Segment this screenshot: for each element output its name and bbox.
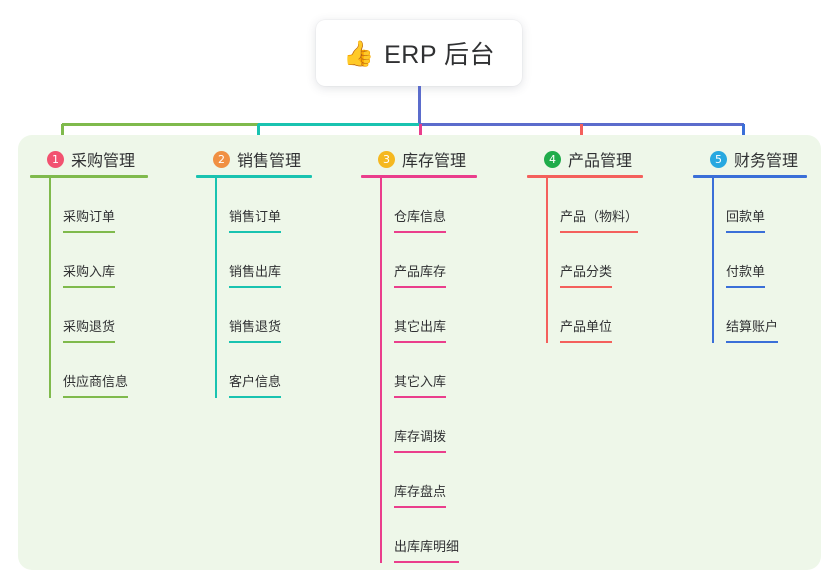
branch-items: 仓库信息产品库存其它出库其它入库库存调拨库存盘点出库库明细 (361, 178, 477, 563)
branch-item[interactable]: 采购订单 (52, 178, 148, 233)
branch-item[interactable]: 客户信息 (218, 343, 312, 398)
branch-items: 产品（物料） 产品分类产品单位 (527, 178, 643, 343)
branch-items: 销售订单销售出库销售退货客户信息 (196, 178, 312, 398)
branch-number-badge: 5 (710, 150, 727, 168)
root-title: ERP 后台 (384, 41, 496, 69)
branch-item-label: 采购入库 (63, 261, 116, 288)
branch-item-label: 产品单位 (560, 316, 613, 343)
branch-item-label: 产品库存 (394, 261, 447, 288)
branch-column-1: 1 采购管理采购订单采购入库采购退货供应商信息 (30, 143, 148, 398)
branch-item-label: 销售订单 (229, 206, 282, 233)
branch-items: 采购订单采购入库采购退货供应商信息 (30, 178, 148, 398)
branch-item[interactable]: 销售订单 (218, 178, 312, 233)
branch-item[interactable]: 库存调拨 (383, 398, 477, 453)
branch-item-label: 回款单 (726, 206, 766, 233)
branch-header-4[interactable]: 4 产品管理 (527, 143, 643, 175)
branch-column-4: 4 产品管理产品（物料） 产品分类产品单位 (527, 143, 643, 343)
branch-rule (693, 175, 807, 178)
branch-header-2[interactable]: 2 销售管理 (196, 143, 312, 175)
branch-item[interactable]: 产品单位 (549, 288, 643, 343)
branch-header-1[interactable]: 1 采购管理 (30, 143, 148, 175)
branch-item-label: 付款单 (726, 261, 766, 288)
branch-title: 采购管理 (71, 153, 136, 170)
branch-item[interactable]: 销售出库 (218, 233, 312, 288)
branch-item[interactable]: 其它入库 (383, 343, 477, 398)
branch-item-label: 销售退货 (229, 316, 282, 343)
branch-number-badge: 4 (544, 150, 561, 168)
branch-item[interactable]: 采购入库 (52, 233, 148, 288)
branch-rule (361, 175, 477, 178)
branch-item[interactable]: 供应商信息 (52, 343, 148, 398)
branch-item-label: 库存调拨 (394, 426, 447, 453)
branch-spine (49, 178, 51, 398)
branch-item[interactable]: 仓库信息 (383, 178, 477, 233)
branch-spine (380, 178, 382, 563)
branch-item[interactable]: 出库库明细 (383, 508, 477, 563)
branch-item[interactable]: 其它出库 (383, 288, 477, 343)
branch-item-label: 其它入库 (394, 371, 447, 398)
branch-header-3[interactable]: 3 库存管理 (361, 143, 477, 175)
branch-item[interactable]: 销售退货 (218, 288, 312, 343)
branch-item-label: 仓库信息 (394, 206, 447, 233)
branch-item[interactable]: 产品库存 (383, 233, 477, 288)
branch-item-label: 库存盘点 (394, 481, 447, 508)
branch-number-badge: 1 (47, 150, 64, 168)
branch-rule (196, 175, 312, 178)
thumbs-up-icon: 👍 (342, 38, 375, 68)
branch-item-label: 产品分类 (560, 261, 613, 288)
branch-item[interactable]: 采购退货 (52, 288, 148, 343)
branch-number-badge: 3 (378, 150, 395, 168)
branch-item-label: 采购退货 (63, 316, 116, 343)
branch-title: 产品管理 (568, 153, 633, 170)
root-node[interactable]: 👍 ERP 后台 (316, 20, 522, 86)
branch-item[interactable]: 结算账户 (715, 288, 807, 343)
branch-header-5[interactable]: 5 财务管理 (693, 143, 807, 175)
branch-item[interactable]: 付款单 (715, 233, 807, 288)
branch-panel (18, 135, 821, 570)
branch-item-label: 结算账户 (726, 316, 779, 343)
branch-item[interactable]: 产品分类 (549, 233, 643, 288)
branch-title: 财务管理 (734, 153, 799, 170)
branch-rule (30, 175, 148, 178)
branch-column-5: 5 财务管理回款单付款单结算账户 (693, 143, 807, 343)
branch-item-label: 供应商信息 (63, 371, 129, 398)
branch-item-label: 采购订单 (63, 206, 116, 233)
branch-item[interactable]: 产品（物料） (549, 178, 643, 233)
branch-item-label: 其它出库 (394, 316, 447, 343)
branch-item-label: 产品（物料） (560, 206, 639, 233)
branch-column-3: 3 库存管理仓库信息产品库存其它出库其它入库库存调拨库存盘点出库库明细 (361, 143, 477, 563)
branch-spine (546, 178, 548, 343)
branch-title: 销售管理 (237, 153, 302, 170)
branch-rule (527, 175, 643, 178)
branch-item[interactable]: 库存盘点 (383, 453, 477, 508)
branch-spine (712, 178, 714, 343)
branch-item-label: 销售出库 (229, 261, 282, 288)
branch-items: 回款单付款单结算账户 (693, 178, 807, 343)
branch-column-2: 2 销售管理销售订单销售出库销售退货客户信息 (196, 143, 312, 398)
branch-spine (215, 178, 217, 398)
branch-item-label: 出库库明细 (394, 536, 460, 563)
branch-item[interactable]: 回款单 (715, 178, 807, 233)
branch-title: 库存管理 (402, 153, 467, 170)
branch-item-label: 客户信息 (229, 371, 282, 398)
branch-number-badge: 2 (213, 150, 230, 168)
